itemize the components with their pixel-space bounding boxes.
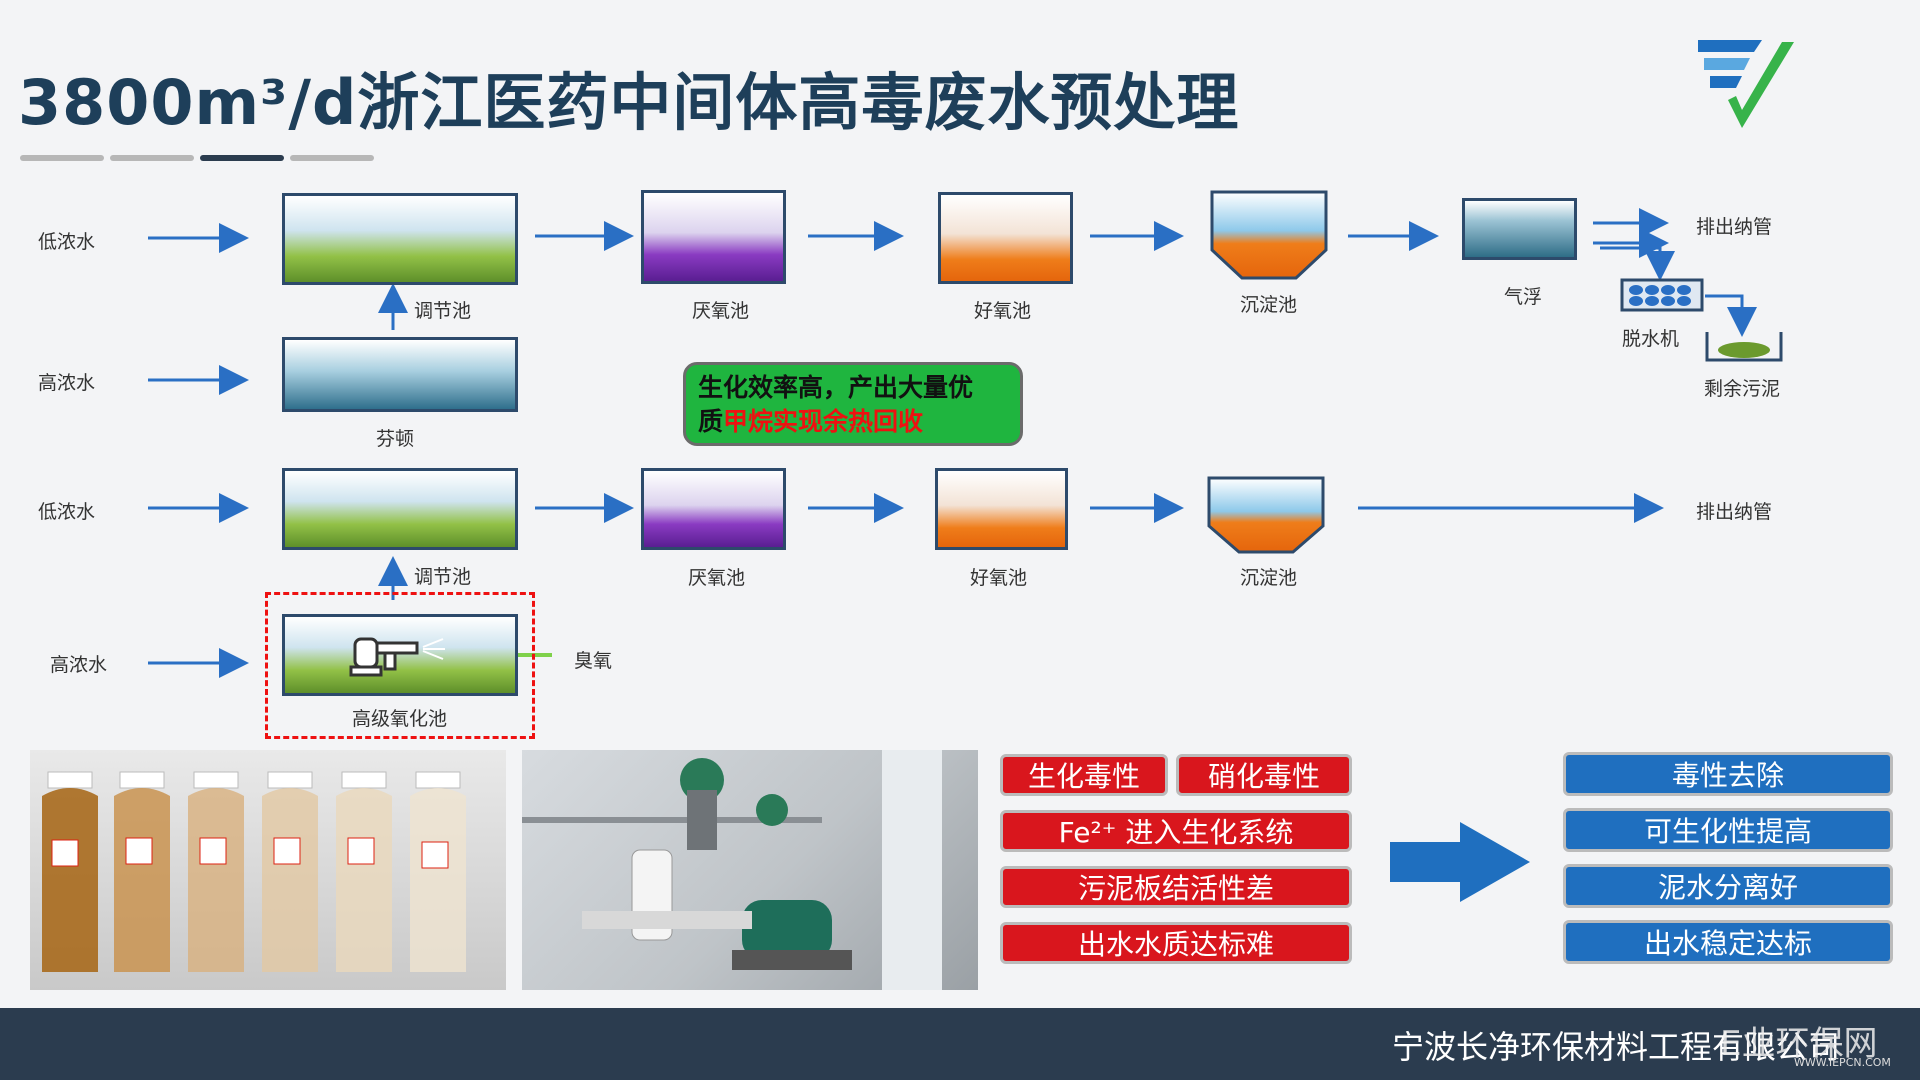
input-low-concentration-1: 低浓水 — [38, 231, 96, 253]
aerobic-tank-1 — [938, 192, 1073, 284]
discharge-label-2: 排出纳管 — [1696, 501, 1773, 523]
callout-line-2-highlight: 甲烷实现余热回收 — [723, 407, 924, 436]
problem-sludge-compaction: 污泥板结活性差 — [1000, 866, 1352, 908]
anaerobic-tank-2-label: 厌氧池 — [688, 567, 746, 589]
methane-benefit-callout: 生化效率高，产出大量优 质甲烷实现余热回收 — [683, 362, 1023, 446]
dewatering-machine-icon — [1620, 278, 1704, 312]
residual-sludge-label: 剩余污泥 — [1704, 378, 1781, 400]
ozone-label: 臭氧 — [574, 650, 613, 672]
input-low-concentration-2: 低浓水 — [38, 501, 96, 523]
result-stable-effluent: 出水稳定达标 — [1563, 920, 1893, 964]
input-high-concentration-1: 高浓水 — [38, 372, 96, 394]
problem-effluent-quality: 出水水质达标难 — [1000, 922, 1352, 964]
dewatering-machine-label: 脱水机 — [1622, 328, 1680, 350]
settling-tank-2-label: 沉淀池 — [1240, 567, 1298, 589]
page-title: 3800m³/d浙江医药中间体高毒废水预处理 — [18, 66, 1240, 139]
anaerobic-tank-1-label: 厌氧池 — [692, 300, 750, 322]
problem-fe-ion: Fe²⁺ 进入生化系统 — [1000, 810, 1352, 852]
callout-line-1: 生化效率高，产出大量优 — [698, 373, 974, 402]
callout-line-2-prefix: 质 — [698, 407, 724, 436]
regulating-tank-1-label: 调节池 — [414, 300, 472, 322]
settling-tank-1 — [1210, 190, 1328, 280]
air-flotation-tank — [1462, 198, 1577, 260]
input-high-concentration-2: 高浓水 — [50, 654, 108, 676]
equipment-photo — [522, 750, 978, 990]
advanced-oxidation-highlight — [265, 592, 535, 739]
fenton-tank — [282, 337, 518, 412]
regulating-tank-2-label: 调节池 — [414, 566, 472, 588]
aerobic-tank-2-label: 好氧池 — [970, 567, 1028, 589]
site-watermark: E业环保网 — [1720, 1024, 1878, 1064]
advanced-oxidation-label: 高级氧化池 — [352, 708, 448, 730]
sludge-bin-icon — [1705, 332, 1783, 362]
footer-bar — [0, 1008, 1920, 1080]
problem-biochemical-toxicity: 生化毒性 — [1000, 754, 1168, 796]
company-logo — [1698, 40, 1794, 128]
problem-nitrification-toxicity: 硝化毒性 — [1176, 754, 1352, 796]
ozone-injector-icon — [349, 637, 445, 677]
advanced-oxidation-tank — [282, 614, 518, 696]
result-biodegradability: 可生化性提高 — [1563, 808, 1893, 852]
result-separation: 泥水分离好 — [1563, 864, 1893, 908]
regulating-tank-1 — [282, 193, 518, 285]
settling-tank-1-label: 沉淀池 — [1240, 294, 1298, 316]
air-flotation-label: 气浮 — [1504, 286, 1543, 308]
settling-tank-2 — [1207, 476, 1325, 554]
anaerobic-tank-1 — [641, 190, 786, 284]
equipment-illustration — [522, 750, 942, 990]
fenton-tank-label: 芬顿 — [376, 428, 415, 450]
sample-bottles-photo — [30, 750, 506, 990]
regulating-tank-2 — [282, 468, 518, 550]
company-name: 宁波长净环保材料工程有限公司 — [1391, 1028, 1840, 1066]
anaerobic-tank-2 — [641, 468, 786, 550]
result-toxicity-removal: 毒性去除 — [1563, 752, 1893, 796]
aerobic-tank-2 — [935, 468, 1068, 550]
bottles-illustration — [42, 771, 466, 972]
site-url: WWW.IEPCN.COM — [1794, 1056, 1891, 1069]
discharge-label-1: 排出纳管 — [1696, 216, 1773, 238]
aerobic-tank-1-label: 好氧池 — [974, 300, 1032, 322]
